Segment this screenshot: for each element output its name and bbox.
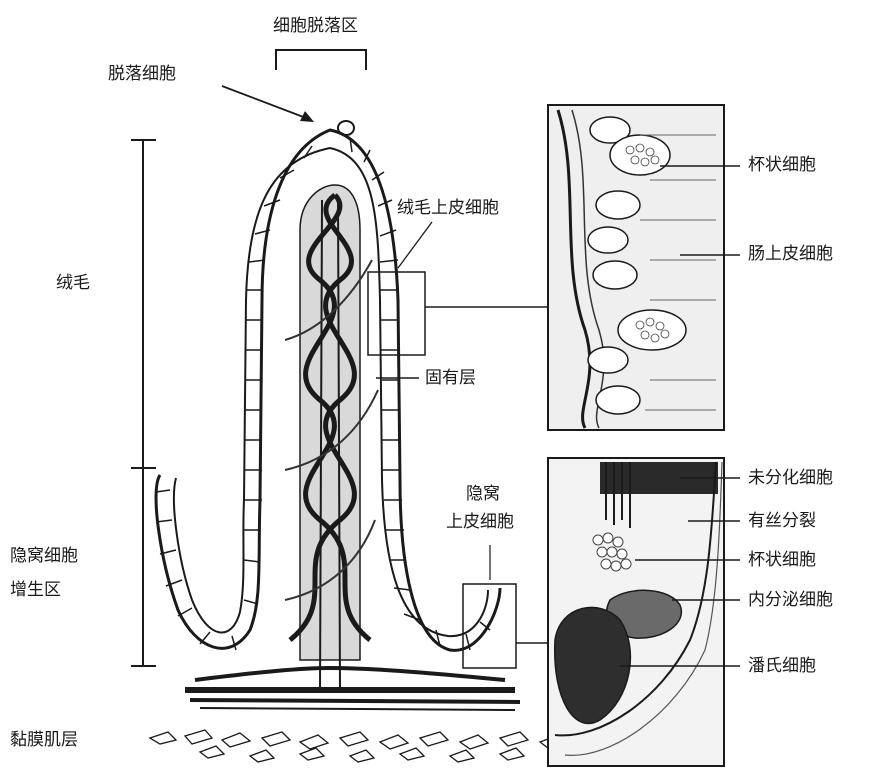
submucosa-vessels — [185, 668, 520, 710]
label-paneth-cell: 潘氏细胞 — [748, 656, 816, 676]
label-muscularis-mucosae: 黏膜肌层 — [10, 730, 78, 750]
label-goblet-cell-upper: 杯状细胞 — [748, 155, 816, 175]
crypt-scale-bar — [131, 468, 156, 666]
label-villus: 绒毛 — [56, 273, 90, 293]
goblet-cell-upper-shape — [610, 135, 670, 175]
label-crypt-proliferation-line2: 增生区 — [10, 580, 61, 600]
label-mitosis: 有丝分裂 — [748, 511, 816, 531]
label-crypt-line1: 隐窝 — [466, 484, 500, 504]
muscularis-fragments — [150, 730, 564, 762]
goblet-cell-upper-shape-2 — [618, 310, 686, 350]
shedding-zone-bracket — [276, 50, 366, 70]
villus-core — [285, 185, 378, 690]
label-endocrine-cell: 内分泌细胞 — [748, 590, 833, 610]
label-villus-epithelial-cell: 绒毛上皮细胞 — [397, 198, 499, 218]
label-lamina-propria: 固有层 — [425, 368, 476, 388]
label-crypt-line2: 上皮细胞 — [446, 512, 514, 532]
label-shedding-zone: 细胞脱落区 — [273, 16, 358, 36]
villus-scale-bar — [131, 140, 156, 468]
label-shedding-cell: 脱落细胞 — [108, 64, 176, 84]
upper-magnified-panel — [548, 105, 724, 430]
label-goblet-cell-lower: 杯状细胞 — [748, 550, 816, 570]
shedding-cell-arrow — [222, 86, 314, 122]
label-crypt-proliferation-line1: 隐窝细胞 — [10, 546, 78, 566]
lower-magnified-panel — [548, 458, 724, 766]
label-undifferentiated-cell: 未分化细胞 — [748, 468, 833, 488]
label-intestinal-epithelial-cell: 肠上皮细胞 — [748, 244, 833, 264]
